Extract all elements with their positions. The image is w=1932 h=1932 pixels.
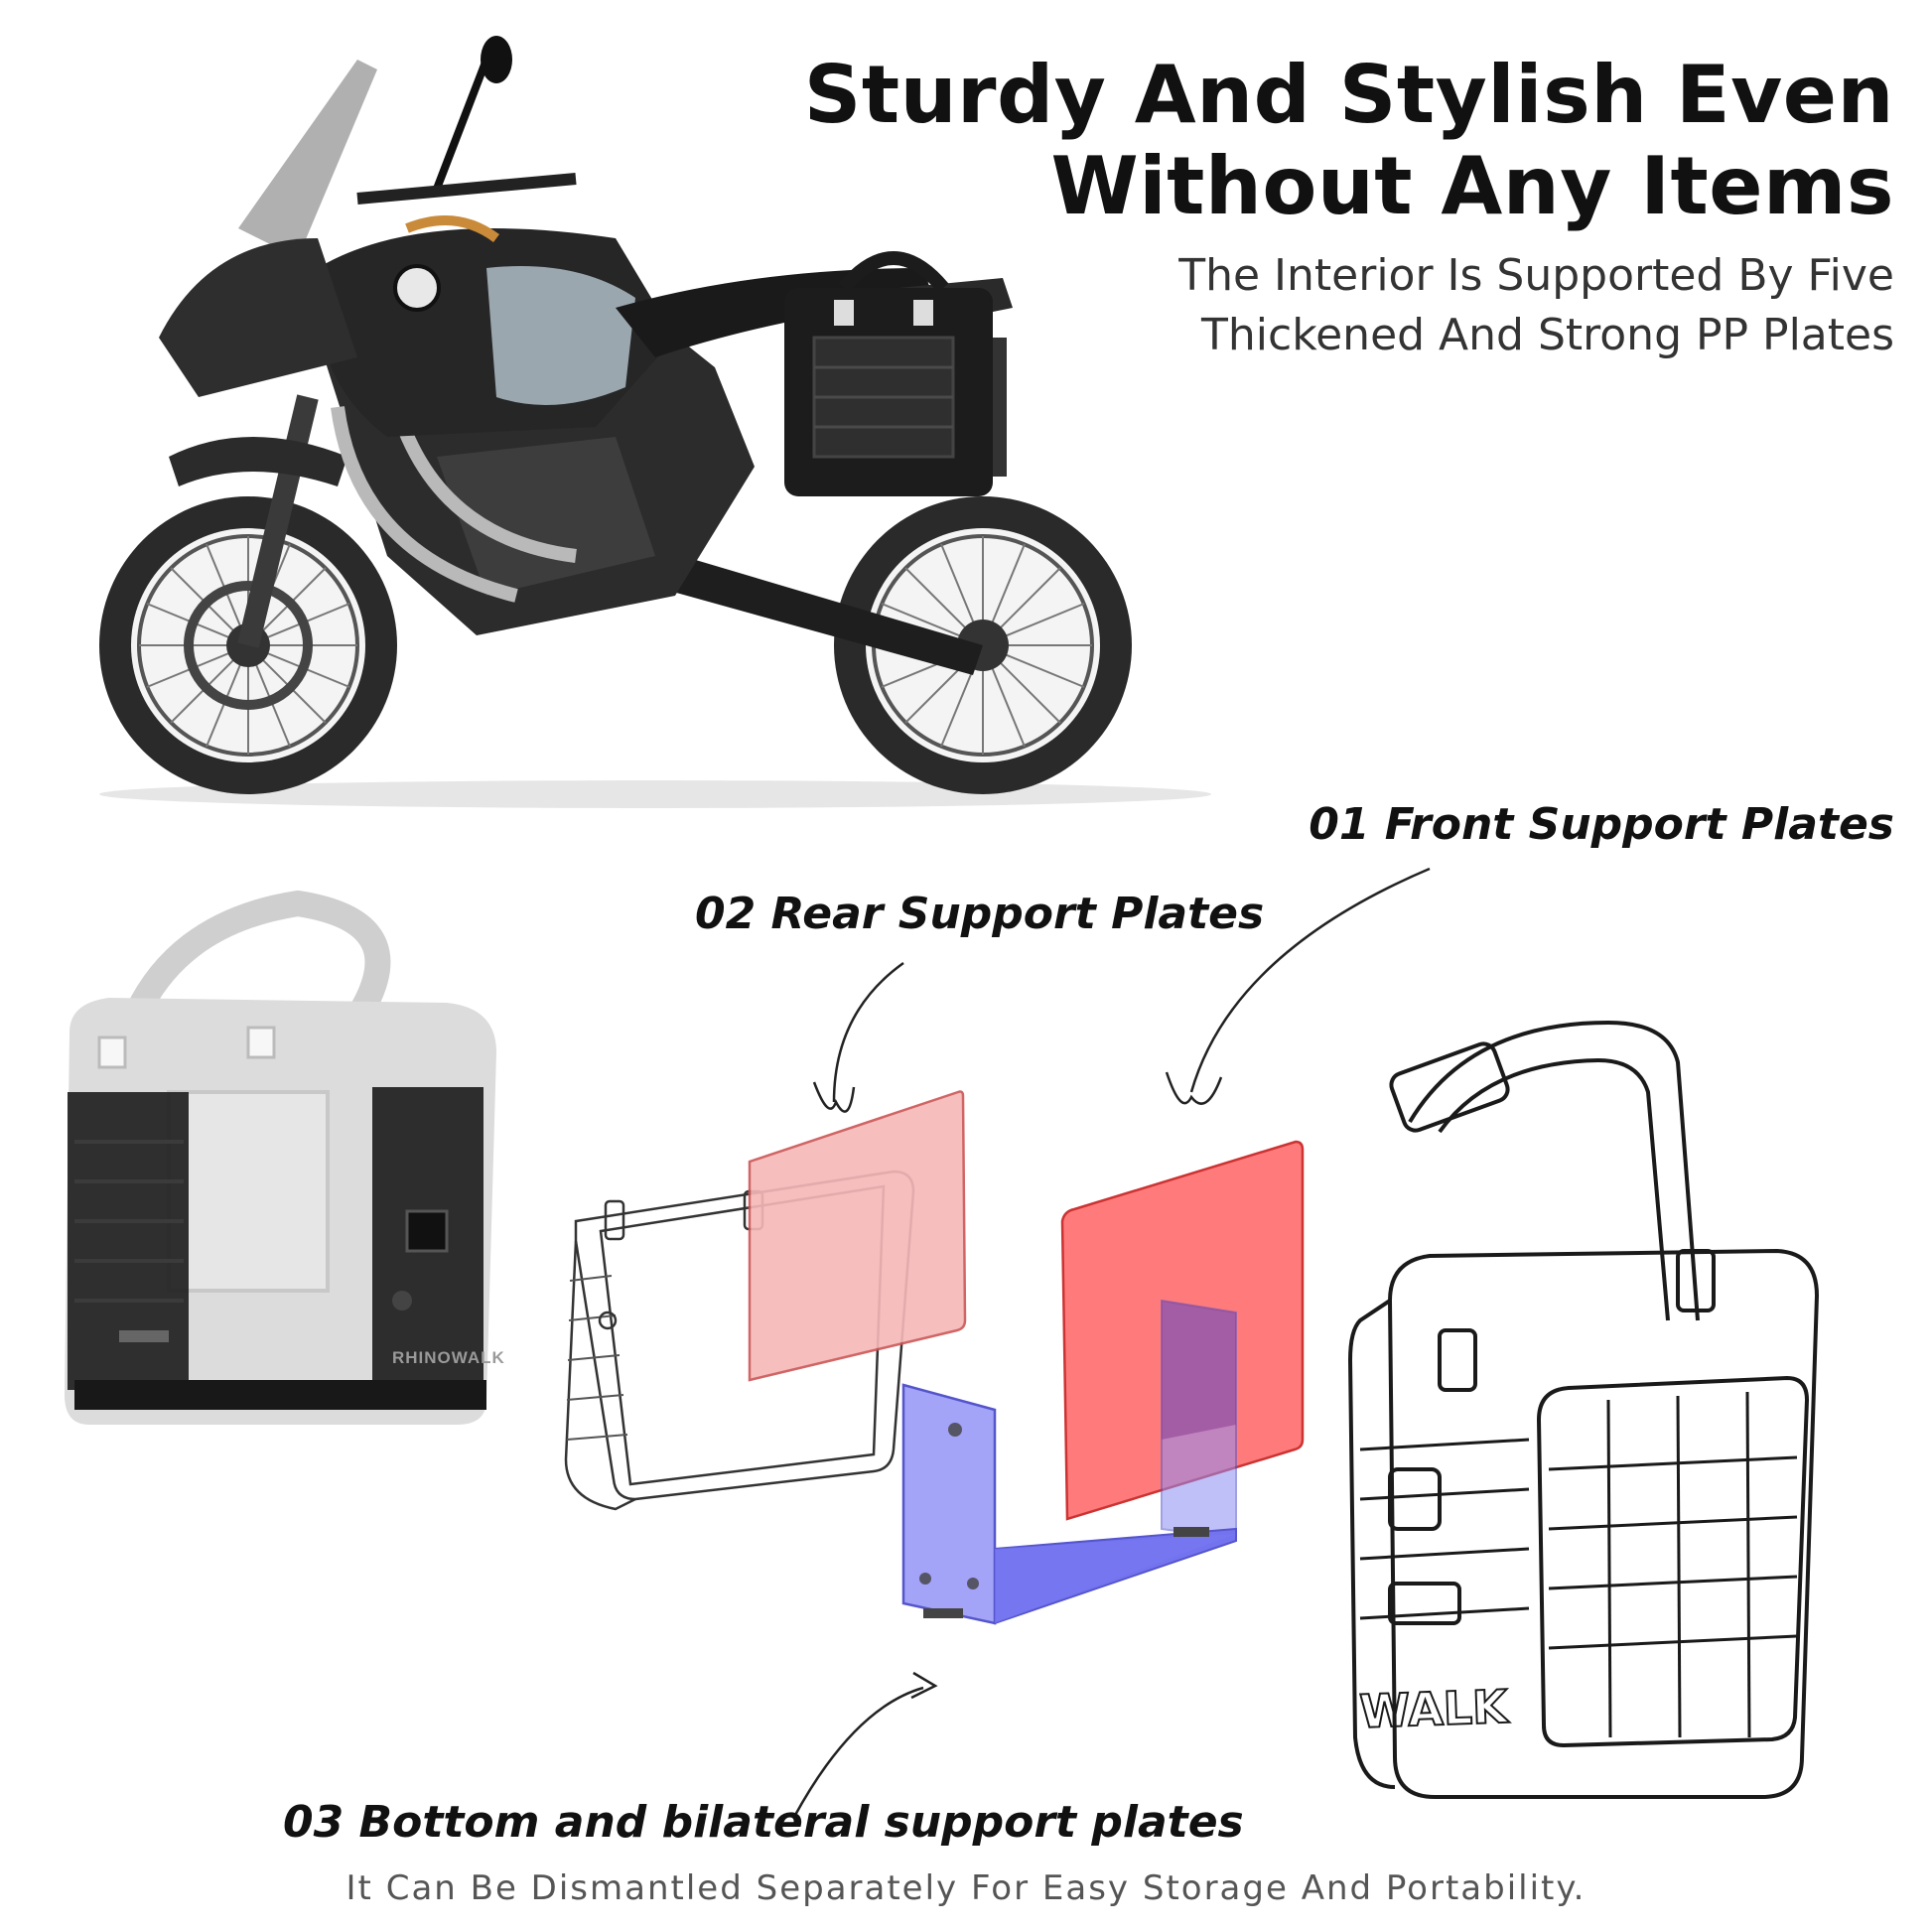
subheadline: The Interior Is Supported By Five Thicke… <box>901 246 1894 365</box>
curved-arrow-icon <box>812 961 904 1113</box>
sketch-brand-label: WALK <box>1358 1680 1510 1738</box>
bag-brand-label: RHINOWALK <box>392 1348 505 1367</box>
headline-line-1: Sturdy And Stylish Even <box>803 49 1894 141</box>
headline-line-2: Without Any Items <box>1050 140 1894 232</box>
bottom-and-bilateral-plates <box>901 1299 1237 1625</box>
subheadline-line-1: The Interior Is Supported By Five <box>1178 250 1894 301</box>
headline: Sturdy And Stylish Even Without Any Item… <box>802 50 1894 232</box>
plates-diagram <box>564 1090 1305 1625</box>
label-rear-support-plates: 02 Rear Support Plates <box>695 889 1265 939</box>
motorcycle-image <box>99 36 1211 808</box>
footer-caption: It Can Be Dismantled Separately For Easy… <box>345 1868 1587 1908</box>
curved-arrow-icon <box>1165 867 1431 1105</box>
saddlebag-photo: RHINOWALK <box>65 890 505 1425</box>
subheadline-line-2: Thickened And Strong PP Plates <box>1201 310 1894 360</box>
curved-arrow-icon <box>792 1671 938 1818</box>
label-bottom-bilateral-plates: 03 Bottom and bilateral support plates <box>283 1797 1244 1848</box>
rear-support-plate <box>748 1090 967 1382</box>
saddlebag-on-bike <box>784 251 1007 496</box>
label-front-support-plates: 01 Front Support Plates <box>1309 799 1894 850</box>
bag-sketch: WALK <box>1348 1021 1819 1799</box>
